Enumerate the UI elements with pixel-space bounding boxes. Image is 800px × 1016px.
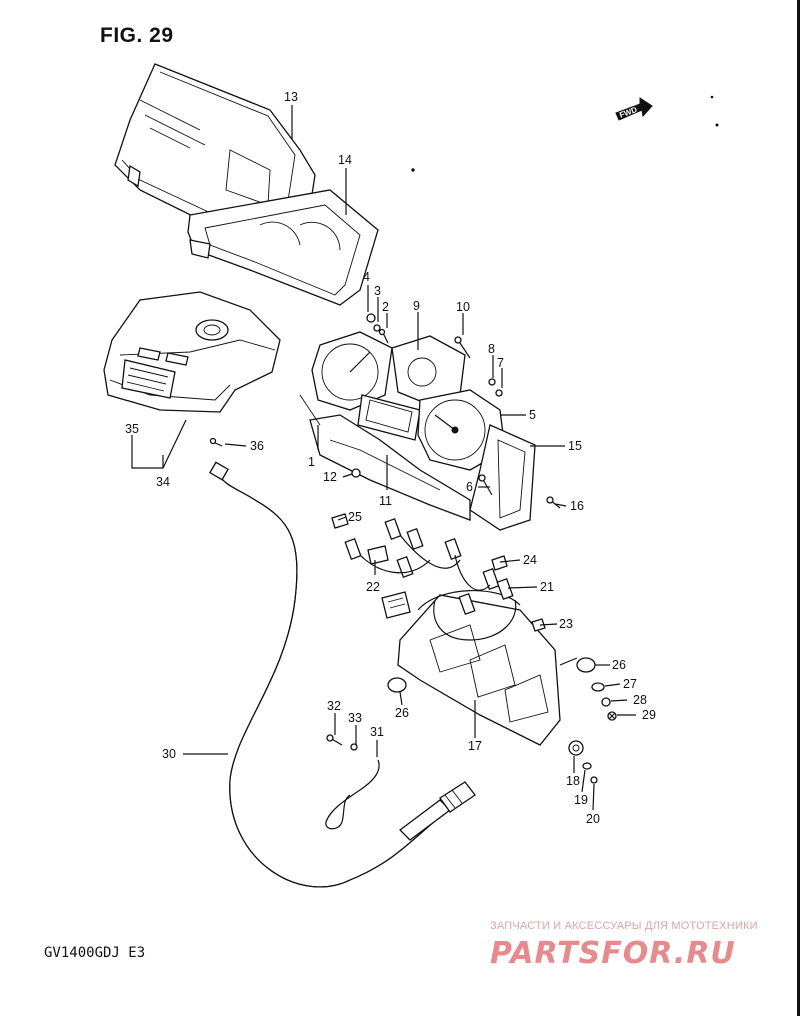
callout-32: 32 [327,699,341,713]
callout-19: 19 [574,793,588,807]
part-14-meter-case [187,189,379,306]
svg-text:FWD: FWD [618,105,638,120]
callout-35: 35 [125,422,139,436]
callout-24: 24 [523,553,537,567]
callout-26a: 26 [612,658,626,672]
callout-2: 2 [382,300,389,314]
page-border [797,0,800,1016]
model-code: GV1400GDJ E3 [44,945,146,961]
callout-14: 14 [338,153,352,167]
callout-25: 25 [348,510,362,524]
callout-6: 6 [466,480,473,494]
part-31-clip [325,759,380,830]
callout-9: 9 [413,299,420,313]
callout-8: 8 [488,342,495,356]
stray-marks [411,95,719,172]
callout-1: 1 [308,455,315,469]
callout-30: 30 [162,747,176,761]
callout-10: 10 [456,300,470,314]
callout-33: 33 [348,711,362,725]
part-17-bracket [397,590,561,746]
part-bulb-sockets [344,517,514,619]
callout-36: 36 [250,439,264,453]
callout-12: 12 [323,470,337,484]
callout-22: 22 [366,580,380,594]
callout-18: 18 [566,774,580,788]
part-34-meter-cover [103,291,281,413]
callout-26b: 26 [395,706,409,720]
callout-23: 23 [559,617,573,631]
watermark-subtitle: ЗАПЧАСТИ И АКСЕССУАРЫ ДЛЯ МОТОТЕХНИКИ [490,920,758,932]
callout-11: 11 [379,494,392,508]
callout-15: 15 [568,439,582,453]
part-30-speedo-cable [209,461,476,888]
callout-13: 13 [284,90,298,104]
part-meter-assembly [299,331,536,531]
callout-21: 21 [540,580,554,594]
figure-title: FIG. 29 [100,24,174,47]
callout-31: 31 [370,725,384,739]
part-screws [209,313,561,751]
callout-29: 29 [642,708,656,722]
callout-16: 16 [570,499,584,513]
callout-27: 27 [623,677,637,691]
callout-34: 34 [156,475,170,489]
fwd-arrow-icon: FWD [615,97,653,121]
callout-5: 5 [529,408,536,422]
callout-28: 28 [633,693,647,707]
watermark-brand: PARTSFOR.RU [490,936,736,971]
part-small-hardware [331,513,617,784]
callout-4: 4 [363,270,370,284]
callout-17: 17 [468,739,482,753]
callout-7: 7 [497,356,504,370]
callout-20: 20 [586,812,600,826]
callout-3: 3 [374,284,381,298]
callout-labels: 13 14 4 3 2 9 10 8 7 5 15 6 16 1 12 11 2… [125,90,656,826]
leader-lines [131,105,636,811]
